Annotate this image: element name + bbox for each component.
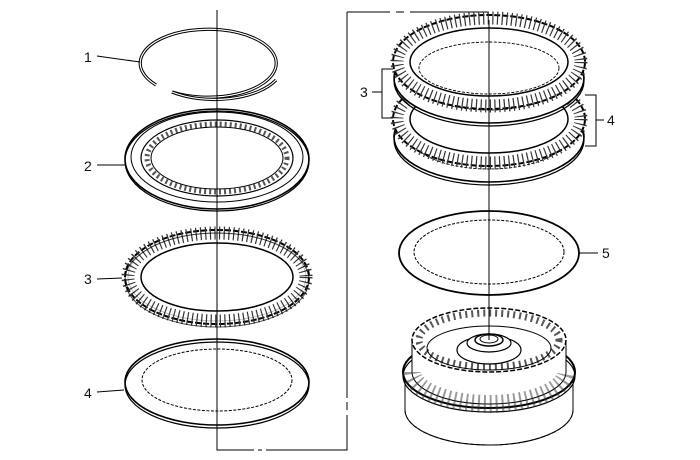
apply-plate [398, 210, 598, 296]
callout-1: 1 [84, 49, 92, 65]
connector-line [216, 11, 489, 451]
callout-4-right: 4 [607, 112, 615, 128]
clutch-housing [402, 307, 576, 446]
steel-plate [96, 338, 310, 429]
callout-3: 3 [84, 271, 92, 287]
fiber-plate [96, 226, 313, 328]
callout-4: 4 [84, 385, 92, 401]
callout-3-right: 3 [360, 84, 368, 100]
backing-plate [97, 108, 310, 212]
callout-5: 5 [602, 245, 610, 261]
callout-2: 2 [84, 158, 92, 174]
snap-ring [96, 27, 278, 102]
callout-brackets [372, 68, 604, 147]
